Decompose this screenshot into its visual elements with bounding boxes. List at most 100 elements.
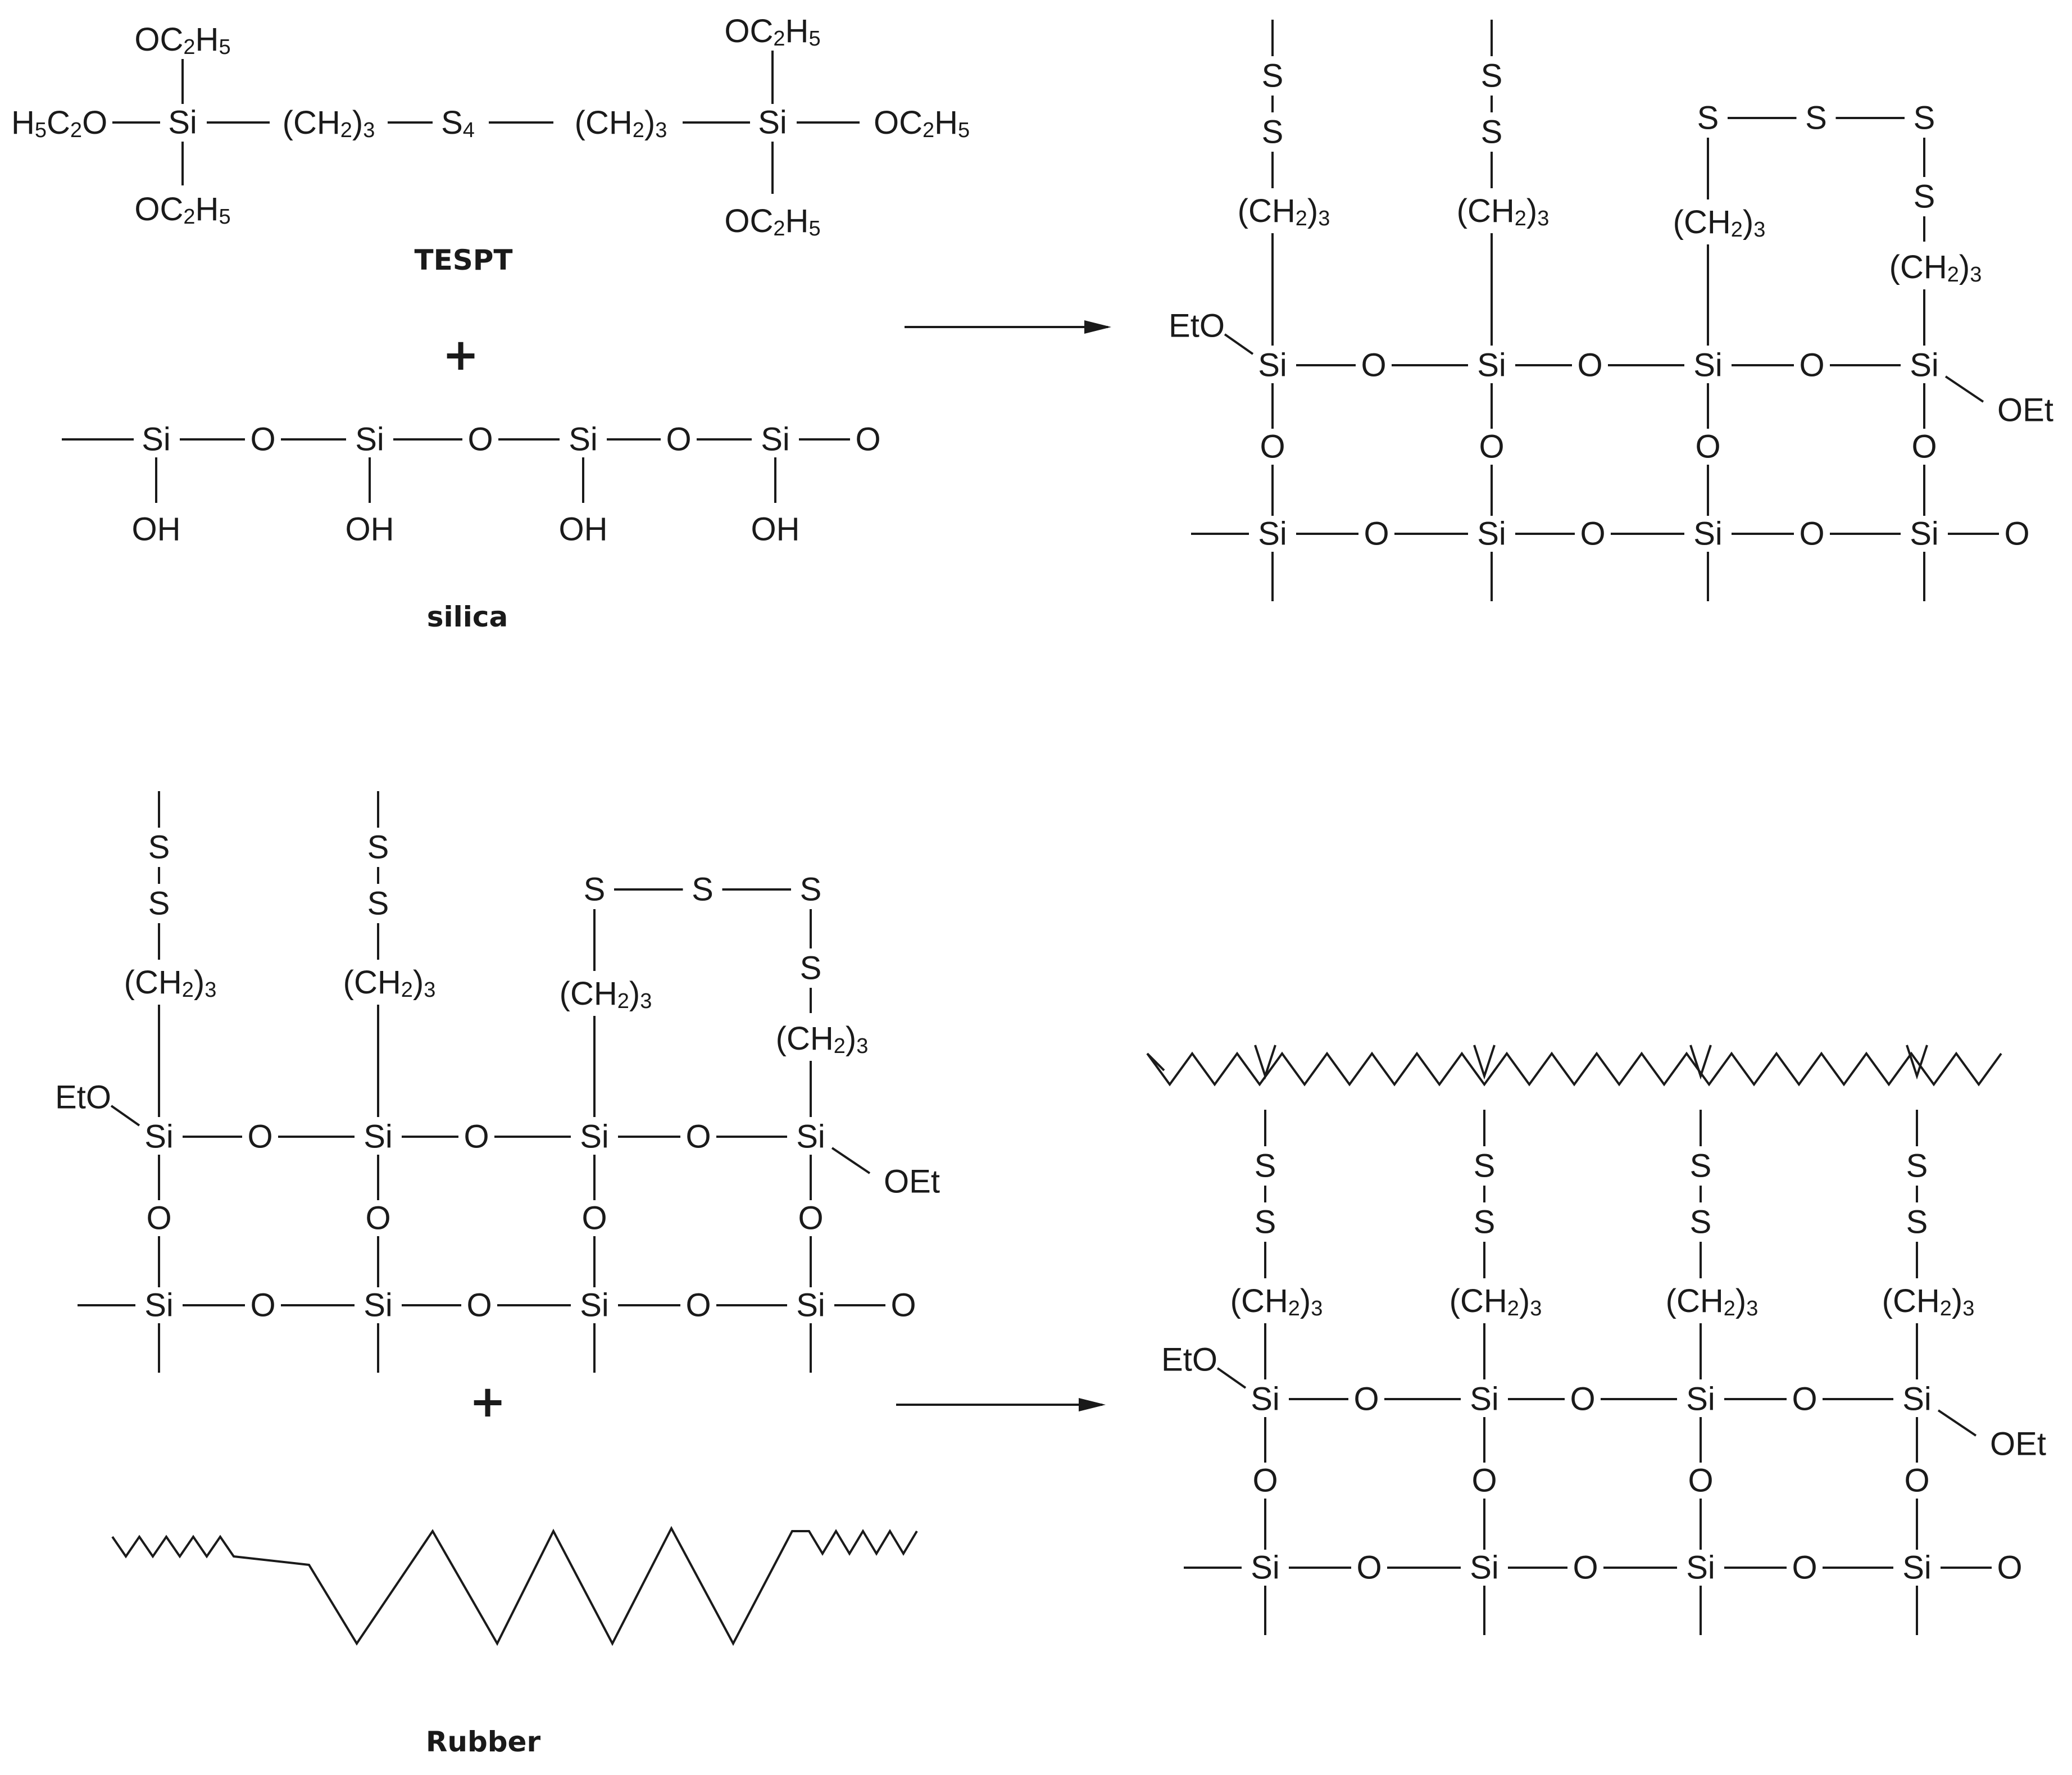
hydroxyl-group: OH [559, 511, 608, 548]
bond-line [110, 1105, 140, 1127]
plus-sign: + [469, 1377, 506, 1427]
ethoxy-group: EtO [55, 1079, 111, 1116]
oxygen-atom: O [1573, 1550, 1598, 1586]
hydroxyl-group: OH [346, 511, 394, 548]
silicon-atom: Si [1477, 347, 1506, 384]
sulfur-atom: S [1697, 100, 1719, 137]
sulfur-atom: S [1262, 58, 1284, 94]
rubber-chain: Rubber [111, 1526, 918, 1758]
sulfur-atom: S [1481, 114, 1503, 151]
rubber-caption: Rubber [426, 1726, 541, 1758]
silicon-atom: Si [355, 421, 384, 458]
sulfur-atom: S [1690, 1148, 1712, 1184]
sulfur-atom: S [1255, 1204, 1276, 1241]
silicon-atom: Si [1477, 516, 1506, 552]
rubber-backbone-end [1146, 1052, 1165, 1072]
oxygen-atom: O [2004, 516, 2029, 552]
oxygen-atom: O [1364, 516, 1389, 552]
silicon-atom: Si [142, 421, 171, 458]
silicon-atom: Si [1902, 1550, 1932, 1586]
silicon-atom: Si [1258, 347, 1287, 384]
sulfur-atom: S [367, 886, 389, 922]
propyl-chain: (CH2)3 [1238, 193, 1330, 231]
silicon-atom: Si [580, 1119, 609, 1155]
silicon-atom: Si [1258, 516, 1287, 552]
sulfur-atom: S [1481, 58, 1503, 94]
ethoxy-group: OC2H5 [724, 13, 820, 51]
arrow-head [1079, 1398, 1106, 1411]
propyl-chain: (CH2)3 [575, 105, 667, 143]
oxygen-atom: O [1260, 429, 1285, 465]
propyl-chain: (CH2)3 [1889, 249, 1982, 287]
oxygen-atom: O [685, 1119, 711, 1155]
propyl-chain: (CH2)3 [1673, 204, 1766, 242]
propyl-chain: (CH2)3 [1666, 1283, 1759, 1321]
oxygen-atom: O [365, 1200, 390, 1237]
oxygen-atom: O [247, 1119, 272, 1155]
oxygen-atom: O [1695, 429, 1720, 465]
propyl-chain: (CH2)3 [124, 964, 217, 1002]
silicon-atom: Si [1910, 347, 1939, 384]
bond-line [1944, 375, 1984, 403]
crosslink-point [1689, 1045, 1712, 1080]
oxygen-atom: O [581, 1200, 607, 1237]
silicon-atom: Si [1910, 516, 1939, 552]
ethoxy-group: OEt [1997, 392, 2053, 429]
silicon-atom: Si [1686, 1381, 1715, 1418]
oxygen-atom: O [1799, 347, 1824, 384]
silica-caption: silica [427, 601, 508, 633]
ethoxy-group: H5C2O [11, 105, 107, 143]
sulfur-atom: S [1906, 1148, 1928, 1184]
oxygen-atom: O [466, 1287, 492, 1324]
ethoxy-group: OC2H5 [134, 191, 230, 229]
sulfur-atom: S [148, 886, 170, 922]
ethoxy-group: EtO [1161, 1342, 1217, 1378]
oxygen-atom: O [1361, 347, 1386, 384]
rubber-backbone [1146, 1051, 2002, 1087]
tespt-caption: TESPT [414, 244, 512, 276]
oxygen-atom: O [1580, 516, 1605, 552]
sulfur-atom: S [692, 871, 714, 908]
oxygen-atom: O [1911, 429, 1937, 465]
sulfur-atom: S [1262, 114, 1284, 151]
propyl-chain: (CH2)3 [1450, 1283, 1542, 1321]
bond-line [1224, 333, 1254, 355]
silicon-atom: Si [1902, 1381, 1932, 1418]
propyl-chain: (CH2)3 [343, 964, 436, 1002]
sulfur-atom: S [1255, 1148, 1276, 1184]
silicon-atom: Si [1693, 347, 1723, 384]
propyl-chain: (CH2)3 [283, 105, 375, 143]
oxygen-atom: O [1792, 1550, 1817, 1586]
plus-sign: + [442, 330, 479, 380]
sulfur-atom: S [800, 871, 822, 908]
propyl-chain: (CH2)3 [1457, 193, 1550, 231]
hydroxyl-group: OH [132, 511, 181, 548]
bond-line [1216, 1367, 1247, 1389]
silicon-atom: Si [1693, 516, 1723, 552]
silicon-atom: Si [569, 421, 598, 458]
oxygen-atom: O [685, 1287, 711, 1324]
silicon-atom: Si [363, 1287, 393, 1324]
oxygen-atom: O [1792, 1381, 1817, 1418]
oxygen-atom: O [666, 421, 691, 458]
silicon-atom: Si [1251, 1550, 1280, 1586]
oxygen-atom: O [464, 1119, 489, 1155]
silicon-atom: Si [796, 1287, 825, 1324]
sulfur-atom: S [1690, 1204, 1712, 1241]
arrow-head [1084, 320, 1111, 334]
silicon-atom: Si [144, 1119, 174, 1155]
oxygen-atom: O [798, 1200, 823, 1237]
bond-line [831, 1147, 871, 1174]
propyl-chain: (CH2)3 [560, 975, 652, 1014]
oxygen-atom: O [1577, 347, 1602, 384]
silicon-atom: Si [144, 1287, 174, 1324]
crosslink-point [1473, 1045, 1496, 1080]
oxygen-atom: O [1471, 1463, 1497, 1499]
silicon-atom: Si [758, 105, 787, 141]
oxygen-atom: O [1799, 516, 1824, 552]
